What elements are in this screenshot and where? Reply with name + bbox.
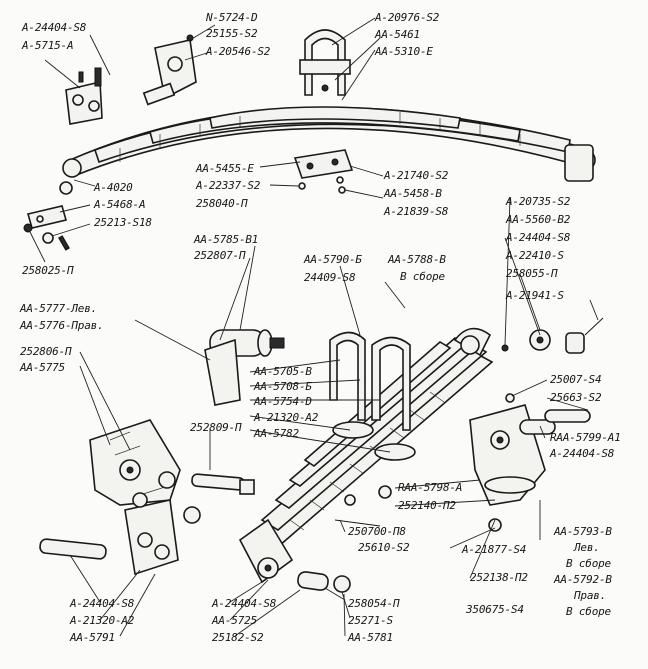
part-label: RAA-5798-A: [398, 481, 463, 494]
part-label: A-24404-S8: [550, 447, 615, 460]
part-label: 25213-S18: [94, 216, 152, 229]
part-label: AA-5461: [375, 28, 420, 41]
part-label: AA-5790-Б: [304, 253, 362, 266]
part-label: AA-5560-B2: [506, 213, 571, 226]
part-label: AA-5792-B: [554, 573, 612, 586]
rear-right-bracket: [469, 404, 556, 506]
part-label: 258025-П: [22, 264, 74, 277]
part-label: 252807-П: [194, 249, 246, 262]
part-label: 25663-S2: [550, 391, 602, 404]
part-label: A-20735-S2: [506, 195, 571, 208]
part-label: A-24404-S8: [506, 231, 571, 244]
part-label: RAA-5799-A1: [550, 431, 621, 444]
part-label: A-5468-A: [94, 198, 146, 211]
part-label: A-24404-S8: [22, 21, 87, 34]
part-label: A-5715-A: [22, 39, 74, 52]
bottom-mid-nuts: [297, 485, 502, 593]
part-label: 258040-П: [196, 197, 248, 210]
part-label: N-5724-D: [206, 11, 258, 24]
part-label: 252140-П2: [398, 499, 456, 512]
front-lower-plate: [293, 149, 354, 194]
part-label: AA-5708-Б: [254, 380, 312, 393]
spring-pin-bushing: [204, 329, 285, 406]
bolt-252809: [191, 473, 255, 495]
part-label: AA-5310-E: [375, 45, 433, 58]
part-label: AA-5775: [20, 361, 65, 374]
part-label: AA-5782: [254, 427, 299, 440]
part-label: AA-5776-Прав.: [20, 319, 104, 332]
rear-left-bracket: [89, 419, 181, 506]
part-label: A-21839-S8: [384, 205, 449, 218]
front-spring-bracket: [142, 34, 197, 106]
part-label: A-21877-S4: [462, 543, 527, 556]
part-label: AA-5785-B1: [194, 233, 259, 246]
part-label: A-22410-S: [506, 249, 564, 262]
front-u-bolt: [299, 29, 351, 96]
part-label: Лев.: [574, 541, 600, 554]
part-label: В сборе: [400, 270, 445, 283]
part-label: В сборе: [566, 605, 611, 618]
right-small-parts: [501, 317, 604, 423]
part-label: 25271-S: [348, 614, 393, 627]
part-label: A-24404-S8: [70, 597, 135, 610]
part-label: AA-5458-B: [384, 187, 442, 200]
part-label: 25182-S2: [212, 631, 264, 644]
part-label: Прав.: [574, 589, 607, 602]
rear-shackle: [39, 492, 201, 576]
part-label: A-21941-S: [506, 289, 564, 302]
part-label: В сборе: [566, 557, 611, 570]
part-label: 252138-П2: [470, 571, 528, 584]
front-shackle: [65, 67, 103, 125]
part-label: AA-5791: [70, 631, 115, 644]
part-label: AA-5781: [348, 631, 393, 644]
front-leaf-spring: [62, 106, 596, 182]
part-label: 250700-П8: [348, 525, 406, 538]
part-label: A-21740-S2: [384, 169, 449, 182]
part-label: 25610-S2: [358, 541, 410, 554]
part-label: A-21320-A2: [254, 411, 319, 424]
part-label: AA-5754-D: [254, 395, 312, 408]
part-label: A-4020: [94, 181, 133, 194]
part-label: 258054-П: [348, 597, 400, 610]
part-label: A-22337-S2: [196, 179, 261, 192]
part-label: AA-5777-Лев.: [20, 302, 98, 315]
part-label: AA-5725: [212, 614, 257, 627]
part-label: 25007-S4: [550, 373, 602, 386]
part-label: A-24404-S8: [212, 597, 277, 610]
shackle-plate-left: [23, 181, 73, 251]
part-label: AA-5793-B: [554, 525, 612, 538]
leader-lines: [29, 17, 599, 637]
part-label: AA-5455-E: [196, 162, 254, 175]
part-label: AA-5705-B: [254, 365, 312, 378]
part-label: 252809-П: [190, 421, 242, 434]
part-label: 350675-S4: [466, 603, 524, 616]
part-label: A-21320-A2: [70, 614, 135, 627]
part-label: 252806-П: [20, 345, 72, 358]
rear-u-bolts: [329, 331, 416, 461]
part-label: A-20546-S2: [206, 45, 271, 58]
part-label: 25155-S2: [206, 27, 258, 40]
part-label: A-20976-S2: [375, 11, 440, 24]
part-label: 258055-П: [506, 267, 558, 280]
part-label: AA-5788-B: [388, 253, 446, 266]
part-label: 24409-S8: [304, 271, 356, 284]
